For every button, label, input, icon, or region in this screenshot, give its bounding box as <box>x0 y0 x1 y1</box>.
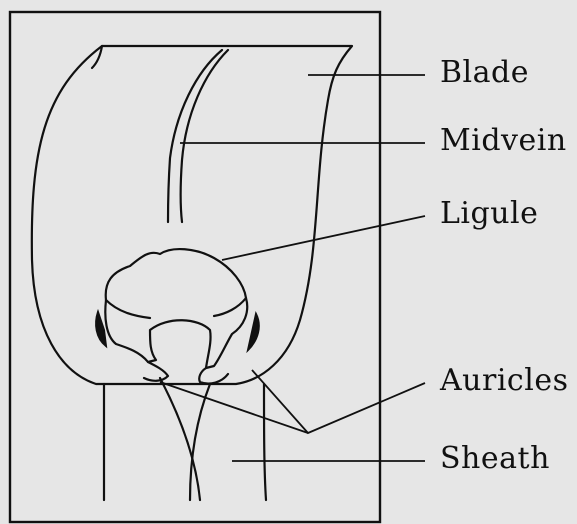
midvein-inner <box>181 50 229 222</box>
auricle-left <box>144 362 168 381</box>
sheath-fold-right <box>190 384 210 500</box>
ligule <box>105 249 247 368</box>
leader-ligule <box>222 216 425 260</box>
auricle-right <box>199 368 228 384</box>
sheath-right-edge <box>264 384 266 500</box>
auricle-right-shade <box>248 314 259 350</box>
label-auricles: Auricles <box>440 366 568 396</box>
blade-outline <box>32 46 352 384</box>
midvein <box>168 50 222 222</box>
label-blade: Blade <box>440 58 529 88</box>
label-ligule: Ligule <box>440 199 538 229</box>
label-midvein: Midvein <box>440 126 567 156</box>
label-sheath: Sheath <box>440 444 550 474</box>
